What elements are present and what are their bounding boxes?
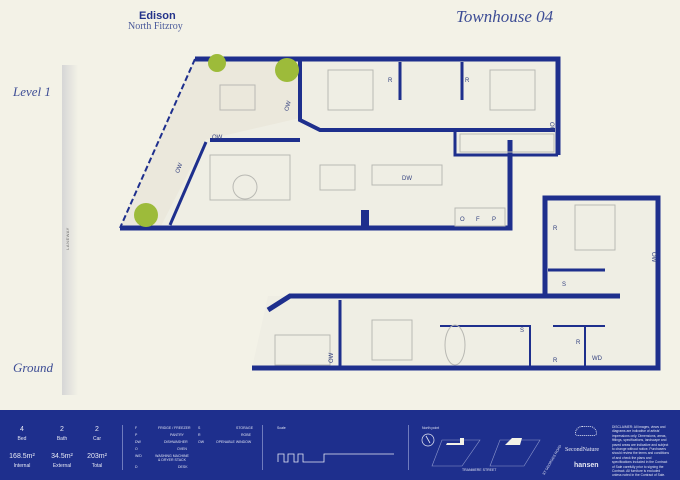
- svg-text:DW: DW: [402, 176, 412, 182]
- bath-label: Bath: [56, 436, 68, 442]
- level-1-label: Level 1: [13, 84, 51, 99]
- north-arrow-icon: [421, 433, 435, 447]
- bed-label: Bed: [17, 436, 27, 442]
- external-label: External: [52, 463, 72, 469]
- svg-text:F: F: [476, 217, 480, 223]
- legend-desc: OPENABLE WINDOW: [216, 440, 252, 444]
- ground-furniture: [274, 204, 616, 366]
- secondnature-logo: SecondNature: [565, 447, 599, 453]
- svg-text:R: R: [553, 226, 558, 232]
- total-area: 203m²: [87, 453, 107, 460]
- internal-area: 168.5m²: [9, 453, 35, 460]
- external-area: 34.5m²: [51, 453, 73, 460]
- north-label: North point: [422, 426, 440, 430]
- svg-text:S: S: [520, 328, 524, 334]
- legend-desc: FRIDGE / FREEZER: [158, 426, 191, 430]
- glazing: [168, 141, 208, 226]
- legend-desc: OVEN: [177, 447, 187, 451]
- legend-code: D: [135, 465, 138, 469]
- svg-text:R: R: [465, 78, 470, 84]
- legend-code: S: [198, 426, 201, 430]
- laneway: [62, 65, 80, 395]
- page-title: Townhouse 04: [456, 7, 554, 26]
- ground-label: Ground: [13, 360, 53, 375]
- legend-desc: DESK: [178, 465, 188, 469]
- plan-labels: OW OW OW R R OW DW O F P R S OW OW S R R…: [175, 78, 656, 364]
- legend-desc: ROBE: [241, 433, 251, 437]
- car-count: 2: [95, 426, 99, 433]
- bath-count: 2: [60, 426, 64, 433]
- bed-count: 4: [20, 426, 24, 433]
- svg-text:OW: OW: [284, 100, 293, 112]
- svg-text:P: P: [492, 217, 496, 223]
- site-plans: [421, 433, 541, 467]
- svg-text:OW: OW: [548, 122, 554, 133]
- ground-walls: [252, 195, 661, 371]
- legend-desc: DISHWASHER: [164, 440, 188, 444]
- legend-desc: STORAGE: [236, 426, 254, 430]
- level-1-boundary: [119, 58, 196, 229]
- legend-code: O: [135, 447, 138, 451]
- brand-location: North Fitzroy: [128, 21, 183, 32]
- svg-text:R: R: [576, 340, 581, 346]
- level-1-walls: [120, 56, 561, 231]
- hansen-logo: hansen: [574, 462, 599, 469]
- svg-text:O: O: [460, 217, 465, 223]
- brand-name: Edison: [139, 10, 176, 22]
- legend-code: R: [198, 433, 201, 437]
- svg-text:R: R: [553, 358, 558, 364]
- disclaimer: DISCLAIMER: All images, views and diagra…: [612, 425, 669, 478]
- legend-code: OW: [198, 440, 205, 444]
- legend-desc: WASHING MACHINE & DRYER STACK: [155, 454, 189, 462]
- svg-text:OW: OW: [212, 135, 223, 141]
- legend-code: P: [135, 433, 138, 437]
- svg-text:WD: WD: [592, 356, 603, 362]
- svg-text:OW: OW: [175, 162, 184, 174]
- svg-text:OW: OW: [650, 252, 656, 263]
- legend-code: DW: [135, 440, 141, 444]
- total-label: Total: [91, 463, 103, 469]
- logo-emblem: [575, 426, 597, 436]
- furniture: [209, 69, 555, 227]
- svg-text:R: R: [388, 78, 393, 84]
- floor-plan: OW OW OW R R OW DW O F P R S OW OW S R R…: [119, 54, 661, 371]
- svg-text:S: S: [562, 282, 566, 288]
- car-label: Car: [92, 436, 102, 442]
- legend-desc: PANTRY: [170, 433, 184, 437]
- legend-code: W/D: [135, 454, 142, 458]
- legend-code: F: [135, 426, 138, 430]
- street-label: TRANMERE STREET: [462, 468, 497, 472]
- scale-label: Scale: [277, 426, 286, 430]
- svg-text:OW: OW: [329, 352, 335, 363]
- internal-label: Internal: [13, 463, 31, 469]
- scale-bar: [277, 453, 394, 463]
